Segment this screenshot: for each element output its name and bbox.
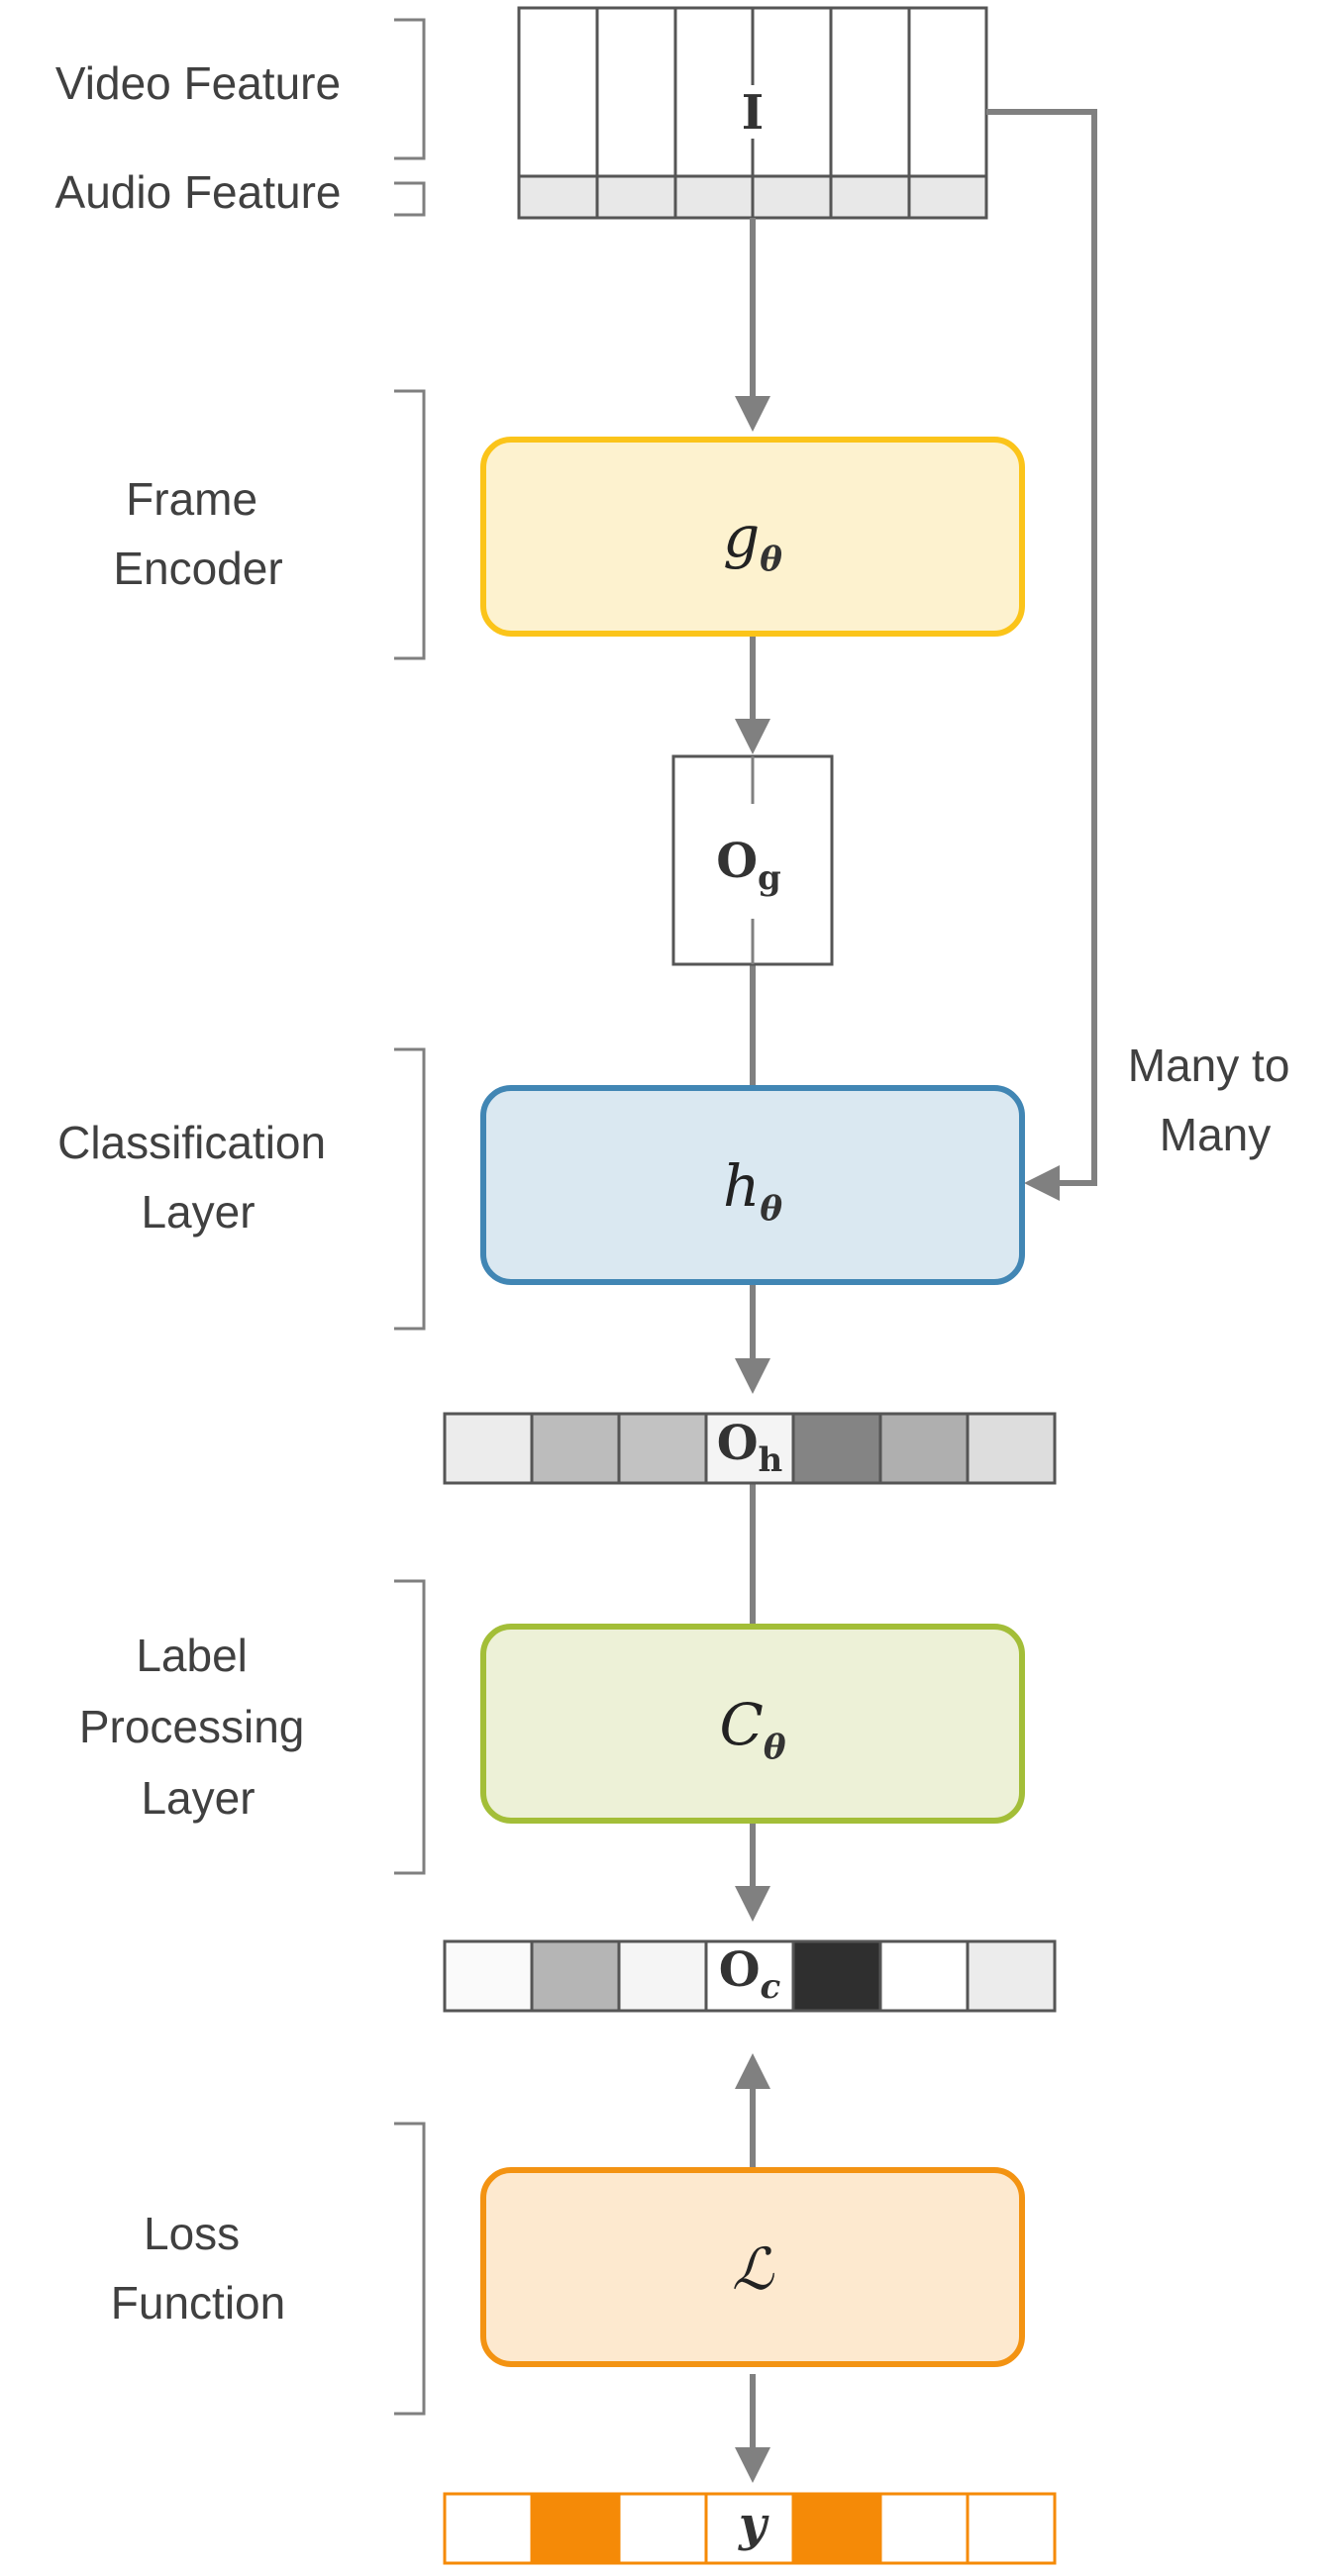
many-to-many-label: Many to Many <box>1128 1040 1302 1160</box>
frame-encoder-symbol: gθ <box>723 503 782 579</box>
frame-encoder-brace <box>394 389 426 660</box>
audio-feature-brace <box>394 181 426 217</box>
classifier-symbol: hθ <box>723 1152 782 1229</box>
classification-layer-block: hθ <box>480 1085 1025 1285</box>
video-feature-brace <box>394 18 426 160</box>
y-cell-4 <box>704 2492 795 2565</box>
oc-cell-1 <box>443 1939 534 2013</box>
many-to-many-label-line-2: Many <box>1160 1109 1271 1160</box>
oh-cell-1 <box>443 1412 534 1485</box>
frame-encoder-block: gθ <box>480 437 1025 637</box>
frame-encoder-label: Frame Encoder <box>113 473 282 594</box>
target-symbol: y <box>738 2497 769 2552</box>
loss-function-label: Loss Function <box>111 2208 285 2328</box>
video-feature-label: Video Feature <box>55 57 341 109</box>
classification-layer-label: Classification Layer <box>57 1117 339 1238</box>
label-processing-layer-label: Label Processing Layer <box>79 1630 317 1824</box>
loss-symbol: ℒ <box>732 2235 774 2303</box>
processor-output-symbol: Oc <box>719 1942 781 2007</box>
input-symbol: I <box>742 85 764 141</box>
target-vector-y: y <box>443 2492 1057 2565</box>
oc-cell-3 <box>617 1939 708 2013</box>
classifier-output-oh: Oh <box>443 1412 1057 1485</box>
many-to-many-skip-connection <box>986 109 1097 1201</box>
oc-cell-7 <box>966 1939 1057 2013</box>
oh-cell-5 <box>791 1412 882 1485</box>
input-feature-grid: I <box>517 6 988 220</box>
connectors <box>735 109 1097 2483</box>
y-cell-2 <box>530 2492 621 2565</box>
frame-encoder-label-line-1: Frame <box>126 473 257 525</box>
oh-cell-4 <box>704 1412 795 1485</box>
oc-cell-5 <box>791 1939 882 2013</box>
frame-encoder-label-line-2: Encoder <box>113 543 282 594</box>
loss-function-label-line-1: Loss <box>144 2208 240 2259</box>
y-cell-3 <box>617 2492 708 2565</box>
y-cell-5 <box>791 2492 882 2565</box>
classification-layer-label-line-1: Classification <box>57 1117 326 1168</box>
label-processor-symbol: Cθ <box>719 1691 785 1767</box>
audio-feature-label: Audio Feature <box>55 166 342 218</box>
oc-cell-6 <box>878 1939 970 2013</box>
y-cell-7 <box>966 2492 1057 2565</box>
label-processing-layer-brace <box>394 1579 426 1875</box>
label-processing-layer-label-line-3: Layer <box>141 1772 255 1824</box>
label-processing-layer-label-line-2: Processing <box>79 1701 305 1752</box>
oh-cell-3 <box>617 1412 708 1485</box>
oh-cell-7 <box>966 1412 1057 1485</box>
loss-function-label-line-2: Function <box>111 2277 285 2328</box>
oh-cell-2 <box>530 1412 621 1485</box>
classification-layer-brace <box>394 1047 426 1331</box>
y-cell-6 <box>878 2492 970 2565</box>
processor-output-oc: Oc <box>443 1939 1057 2013</box>
many-to-many-label-line-1: Many to <box>1128 1040 1290 1091</box>
oc-cell-4 <box>704 1939 795 2013</box>
oc-cell-2 <box>530 1939 621 2013</box>
encoder-output-og: Og <box>671 754 834 966</box>
loss-function-brace <box>394 2122 426 2416</box>
oh-cell-6 <box>878 1412 970 1485</box>
y-cell-1 <box>443 2492 534 2565</box>
label-processing-layer-label-line-1: Label <box>136 1630 248 1681</box>
loss-function-block: ℒ <box>480 2167 1025 2367</box>
classification-layer-label-line-2: Layer <box>141 1186 255 1238</box>
classifier-output-symbol: Oh <box>717 1416 783 1480</box>
encoder-output-symbol: Og <box>716 834 781 898</box>
label-processing-layer-block: Cθ <box>480 1624 1025 1824</box>
